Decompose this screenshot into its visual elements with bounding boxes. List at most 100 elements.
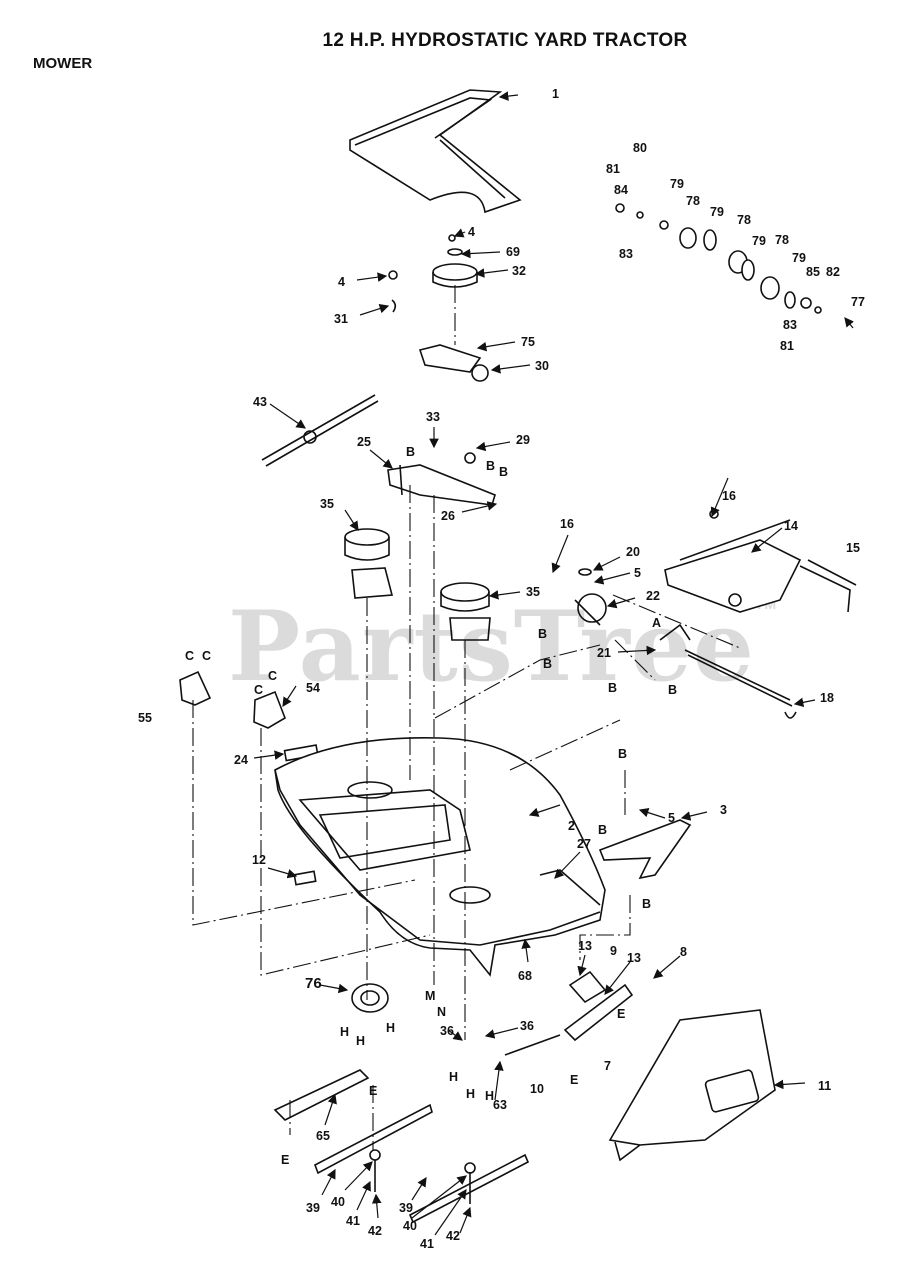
discharge-chute [608, 1009, 776, 1162]
page-title: 12 H.P. HYDROSTATIC YARD TRACTOR [322, 30, 688, 51]
part-label-1: 1 [552, 87, 559, 101]
part-label-5: 5 [634, 566, 641, 580]
part-label-36: 36 [520, 1019, 534, 1033]
idler-assembly [574, 568, 607, 626]
part-label-42: 42 [446, 1229, 460, 1243]
part-label-40: 40 [403, 1219, 417, 1233]
left-spindle-housing [344, 528, 394, 599]
part-label-H: H [449, 1070, 458, 1084]
part-label-35: 35 [526, 585, 540, 599]
part-label-H: H [340, 1025, 349, 1039]
part-label-H: H [466, 1087, 475, 1101]
lift-plate [664, 509, 857, 613]
part-label-E: E [570, 1073, 578, 1087]
part-label-54: 54 [306, 681, 320, 695]
part-label-B: B [486, 459, 495, 473]
gauge-wheel [351, 983, 389, 1013]
part-label-24: 24 [234, 753, 248, 767]
part-label-39: 39 [306, 1201, 320, 1215]
part-label-B: B [406, 445, 415, 459]
part-label-9: 9 [610, 944, 617, 958]
belt-part [349, 89, 522, 214]
part-label-83: 83 [619, 247, 633, 261]
part-label-35: 35 [320, 497, 334, 511]
part-label-27: 27 [577, 837, 591, 851]
part-label-78: 78 [686, 194, 700, 208]
part-label-H: H [386, 1021, 395, 1035]
front-bar [504, 970, 634, 1056]
part-label-41: 41 [420, 1237, 434, 1251]
blade-adapter [273, 1069, 370, 1121]
lift-rod [659, 623, 797, 719]
part-label-C: C [268, 669, 277, 683]
part-label-80: 80 [633, 141, 647, 155]
strut-part [598, 819, 692, 880]
part-label-63: 63 [493, 1098, 507, 1112]
part-label-13: 13 [578, 939, 592, 953]
part-label-79: 79 [752, 234, 766, 248]
part-label-14: 14 [784, 519, 798, 533]
part-label-40: 40 [331, 1195, 345, 1209]
part-label-13: 13 [627, 951, 641, 965]
part-label-75: 75 [521, 335, 535, 349]
pulley-assembly [388, 234, 489, 382]
part-label-32: 32 [512, 264, 526, 278]
part-label-42: 42 [368, 1224, 382, 1238]
part-label-E: E [369, 1084, 377, 1098]
part-label-18: 18 [820, 691, 834, 705]
part-label-68: 68 [518, 969, 532, 983]
part-label-81: 81 [780, 339, 794, 353]
part-label-H: H [356, 1034, 365, 1048]
part-label-B: B [608, 681, 617, 695]
part-label-7: 7 [604, 1059, 611, 1073]
watermark: PartsTreeTM [228, 590, 776, 703]
part-label-82: 82 [826, 265, 840, 279]
part-label-C: C [185, 649, 194, 663]
part-label-65: 65 [316, 1129, 330, 1143]
part-label-4: 4 [468, 225, 475, 239]
shaft-part [261, 394, 379, 467]
decal-12 [293, 870, 317, 886]
alignment-lines [192, 285, 741, 1150]
section-label: MOWER [33, 55, 93, 72]
part-label-31: 31 [334, 312, 348, 326]
left-blade [314, 1103, 433, 1175]
part-label-12: 12 [252, 853, 266, 867]
part-label-55: 55 [138, 711, 152, 725]
part-label-81: 81 [606, 162, 620, 176]
part-label-2: 2 [568, 819, 575, 833]
part-label-16: 16 [560, 517, 574, 531]
part-label-69: 69 [506, 245, 520, 259]
part-label-8: 8 [680, 945, 687, 959]
part-label-33: 33 [426, 410, 440, 424]
part-label-B: B [499, 465, 508, 479]
part-label-16: 16 [722, 489, 736, 503]
part-label-B: B [543, 657, 552, 671]
part-label-79: 79 [792, 251, 806, 265]
part-label-83: 83 [783, 318, 797, 332]
part-label-41: 41 [346, 1214, 360, 1228]
blade-bolts [369, 1149, 476, 1204]
part-label-10: 10 [530, 1082, 544, 1096]
part-label-36: 36 [440, 1024, 454, 1038]
part-label-26: 26 [441, 509, 455, 523]
part-label-5: 5 [668, 811, 675, 825]
part-label-76: 76 [305, 975, 322, 992]
part-label-30: 30 [535, 359, 549, 373]
right-spindle-housing [440, 582, 491, 641]
part-label-B: B [618, 747, 627, 761]
part-label-M: M [425, 989, 435, 1003]
part-label-79: 79 [670, 177, 684, 191]
hardware-series [615, 203, 822, 314]
part-label-78: 78 [737, 213, 751, 227]
part-label-E: E [617, 1007, 625, 1021]
leader-lines [253, 91, 854, 1236]
right-blade [408, 1153, 530, 1224]
part-label-3: 3 [720, 803, 727, 817]
part-label-21: 21 [597, 646, 611, 660]
part-label-B: B [668, 683, 677, 697]
mower-deck [274, 736, 606, 977]
